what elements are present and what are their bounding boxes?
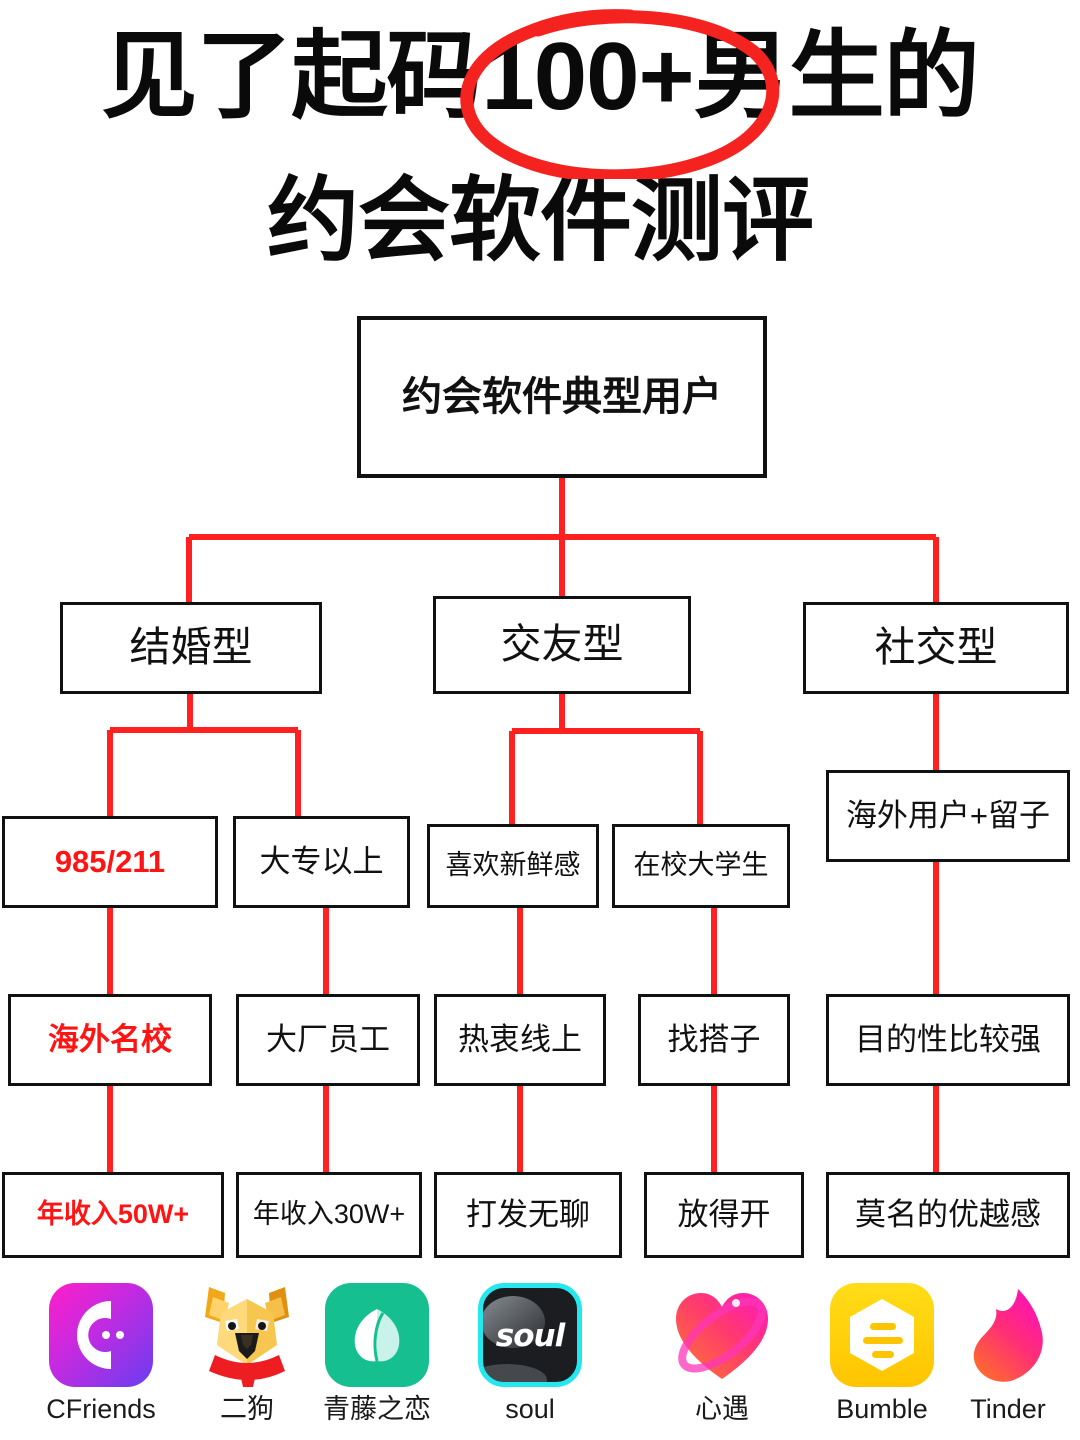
node-income-30w[interactable]: 年收入30W+ <box>236 1172 422 1258</box>
node-985-211[interactable]: 985/211 <box>2 816 218 908</box>
soul-icon[interactable]: soul <box>478 1283 582 1387</box>
node-open-minded[interactable]: 放得开 <box>644 1172 804 1258</box>
flowchart: 约会软件典型用户 结婚型 交友型 社交型 985/211 海外名校 年收入50W… <box>0 300 1080 1290</box>
qingteng-leaf-icon[interactable] <box>325 1283 429 1387</box>
tinder-flame-icon[interactable] <box>956 1283 1060 1387</box>
bumble-icon[interactable] <box>830 1283 934 1387</box>
node-root[interactable]: 约会软件典型用户 <box>357 316 767 478</box>
app-label: 二狗 <box>220 1394 274 1424</box>
node-bigtech-employee[interactable]: 大厂员工 <box>236 994 420 1086</box>
node-unwarranted-superiority[interactable]: 莫名的优越感 <box>826 1172 1070 1258</box>
app-item-ergou[interactable]: 二狗 <box>177 1283 317 1425</box>
node-friendship-type[interactable]: 交友型 <box>433 596 691 694</box>
node-strong-purpose[interactable]: 目的性比较强 <box>826 994 1070 1086</box>
node-current-college-student[interactable]: 在校大学生 <box>612 824 790 908</box>
node-overseas-users-students[interactable]: 海外用户+留子 <box>826 770 1070 862</box>
app-label: soul <box>505 1394 555 1424</box>
cfriends-icon[interactable] <box>49 1283 153 1387</box>
title-block: 见了起码100+男生的 约会软件测评 <box>0 0 1080 300</box>
node-marriage-type[interactable]: 结婚型 <box>60 602 322 694</box>
app-item-soul[interactable]: soul soul <box>460 1283 600 1425</box>
app-item-tinder[interactable]: Tinder <box>938 1283 1078 1425</box>
app-icons-row: CFriends 二狗 <box>0 1283 1080 1440</box>
xinyu-heart-icon[interactable] <box>670 1283 774 1387</box>
title-line-2: 约会软件测评 <box>266 170 814 272</box>
app-label: Tinder <box>970 1394 1046 1424</box>
node-overseas-elite-school[interactable]: 海外名校 <box>8 994 212 1086</box>
node-income-50w[interactable]: 年收入50W+ <box>2 1172 224 1258</box>
node-kill-boredom[interactable]: 打发无聊 <box>434 1172 622 1258</box>
app-label: CFriends <box>46 1394 156 1424</box>
node-find-companion[interactable]: 找搭子 <box>638 994 790 1086</box>
node-keen-on-online[interactable]: 热衷线上 <box>434 994 606 1086</box>
node-social-type[interactable]: 社交型 <box>803 602 1069 694</box>
app-item-cfriends[interactable]: CFriends <box>31 1283 171 1425</box>
node-college-degree-or-above[interactable]: 大专以上 <box>233 816 410 908</box>
app-label: 心遇 <box>695 1394 749 1424</box>
app-item-xinyu[interactable]: 心遇 <box>652 1283 792 1425</box>
app-label: Bumble <box>836 1394 928 1424</box>
soul-wordmark: soul <box>495 1318 565 1354</box>
title-line-1: 见了起码100+男生的 <box>101 23 979 130</box>
app-item-qingteng[interactable]: 青藤之恋 <box>307 1283 447 1425</box>
node-likes-novelty[interactable]: 喜欢新鲜感 <box>427 824 599 908</box>
app-item-bumble[interactable]: Bumble <box>812 1283 952 1425</box>
ergou-dog-icon[interactable] <box>195 1283 299 1387</box>
app-label: 青藤之恋 <box>323 1394 431 1424</box>
flowchart-connectors <box>107 478 939 1172</box>
